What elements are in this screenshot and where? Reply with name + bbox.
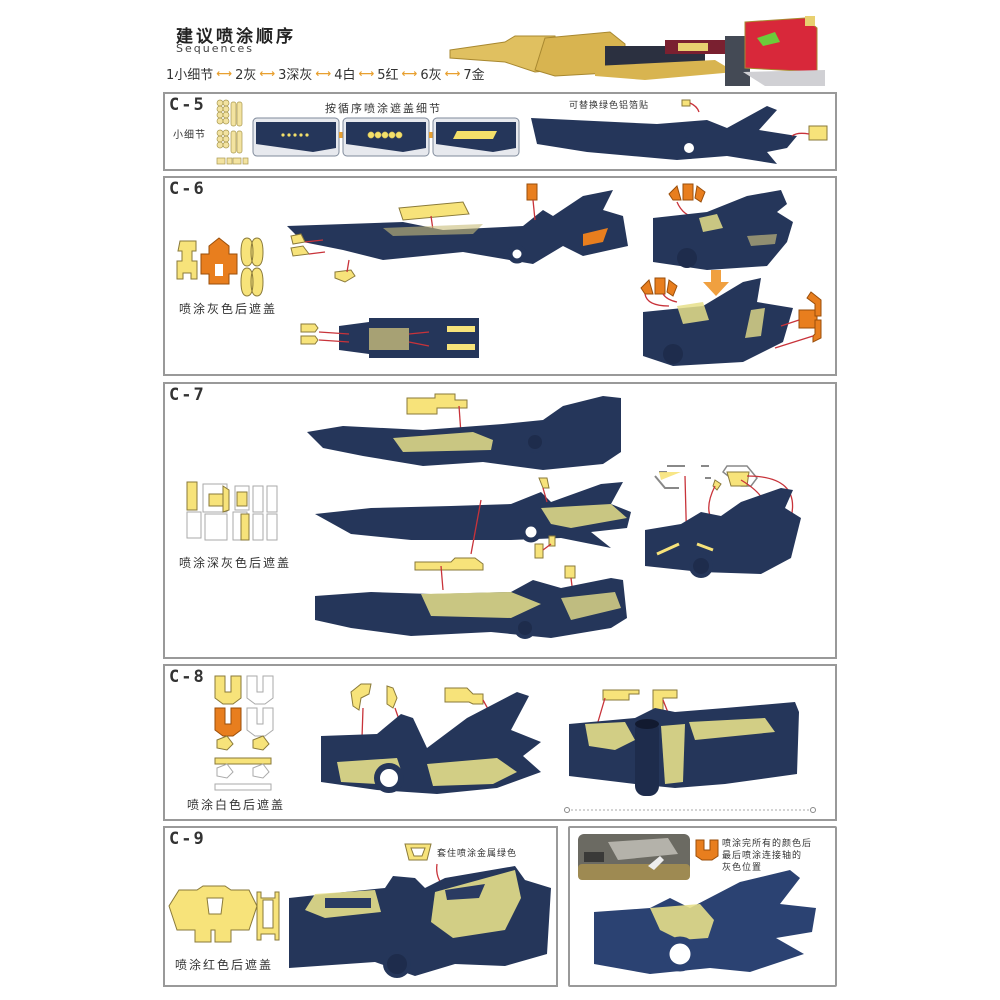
c6-main-part xyxy=(287,183,628,283)
panel-c6: C-6 喷涂灰色后遮盖 xyxy=(163,176,837,376)
c8-joint-view-left xyxy=(321,683,541,794)
detail-step-3 xyxy=(432,117,520,157)
sequence-step-5: 5红 xyxy=(377,68,399,83)
orange-down-arrow-icon xyxy=(703,270,729,296)
detail-masks-sheet xyxy=(216,99,249,165)
c7-part-middle xyxy=(315,477,631,559)
panel-c7: C-7 喷涂深灰色后遮盖 xyxy=(163,382,837,659)
red-mask-caption: 喷涂红色后遮盖 xyxy=(175,958,274,972)
panel-label: C-7 xyxy=(169,385,206,405)
c5-weapon-part xyxy=(531,99,828,164)
gray-mask-caption: 喷涂灰色后遮盖 xyxy=(179,302,278,316)
sequence-step-7: 7金 xyxy=(463,68,485,83)
green-foil-caption: 可替换绿色铝箔贴 xyxy=(569,101,650,111)
double-arrow-icon: ⟷ xyxy=(259,67,276,80)
red-mask-set xyxy=(168,885,280,943)
final-note-line-2: 最后喷涂连接轴的 xyxy=(722,851,803,861)
sequence-step-2: 2灰 xyxy=(235,68,257,83)
page-subtitle: Sequences xyxy=(176,42,254,55)
sequence-step-4: 4白 xyxy=(334,68,356,83)
double-arrow-icon: ⟷ xyxy=(216,67,233,80)
metal-green-callout: 套住喷涂金属绿色 xyxy=(437,849,518,859)
c6-joint-view-2 xyxy=(640,277,822,366)
c7-joint-view xyxy=(645,465,801,578)
sequence-step-3: 3深灰 xyxy=(278,68,313,83)
gray-mask-set xyxy=(176,237,264,297)
c7-part-top xyxy=(307,393,621,470)
paint-sequence: 1小细节 ⟷ 2灰 ⟷ 3深灰 ⟷ 4白 ⟷ 5红 ⟷ 6灰 ⟷ 7金 xyxy=(166,64,485,83)
panel-final-note: 喷涂完所有的颜色后 最后喷涂连接轴的 灰色位置 xyxy=(568,826,837,987)
detail-step-1 xyxy=(252,117,340,157)
dark-gray-mask-caption: 喷涂深灰色后遮盖 xyxy=(179,556,292,570)
c6-joint-view-1 xyxy=(653,183,793,270)
double-arrow-icon: ⟷ xyxy=(315,67,332,80)
double-arrow-icon: ⟷ xyxy=(358,67,375,80)
detail-step-2 xyxy=(342,117,430,157)
white-mask-set xyxy=(214,675,274,791)
dark-gray-mask-set xyxy=(186,481,278,541)
panel-label: C-8 xyxy=(169,667,206,687)
double-arrow-icon: ⟷ xyxy=(444,67,461,80)
panel-label: C-9 xyxy=(169,829,206,849)
page-title: 建议喷涂顺序 xyxy=(176,27,296,47)
double-arrow-icon: ⟷ xyxy=(401,67,418,80)
panel-c5: C-5 小细节 按循序喷涂遮盖细节 可替换绿色铝箔贴 xyxy=(163,92,837,171)
sequence-step-6: 6灰 xyxy=(420,68,442,83)
finished-weapon-illustration xyxy=(449,16,825,86)
step-arrow-icon xyxy=(339,132,345,138)
panel-label: C-5 xyxy=(169,95,206,115)
panel-c8: C-8 喷涂白色后遮盖 xyxy=(163,664,837,821)
c7-part-bottom xyxy=(315,557,627,639)
sequence-step-1: 1小细节 xyxy=(166,68,214,83)
step-arrow-icon xyxy=(429,132,435,138)
panel-c9: C-9 喷涂红色后遮盖 套住喷涂金属绿色 xyxy=(163,826,558,987)
final-note-line-1: 喷涂完所有的颜色后 xyxy=(722,839,813,849)
c8-joint-view-right xyxy=(564,689,816,813)
panel-label: C-6 xyxy=(169,179,206,199)
reference-photo-thumbnail xyxy=(578,834,690,880)
final-note-line-3: 灰色位置 xyxy=(722,863,763,873)
gray-joint-mask xyxy=(695,839,719,861)
c9-part xyxy=(289,863,551,978)
metal-green-cover-mask xyxy=(404,843,432,861)
c6-top-view-part xyxy=(300,318,479,358)
final-part-view xyxy=(594,870,816,974)
small-details-caption: 小细节 xyxy=(173,130,206,141)
sequence-caption: 按循序喷涂遮盖细节 xyxy=(325,102,442,115)
white-mask-caption: 喷涂白色后遮盖 xyxy=(187,798,286,812)
